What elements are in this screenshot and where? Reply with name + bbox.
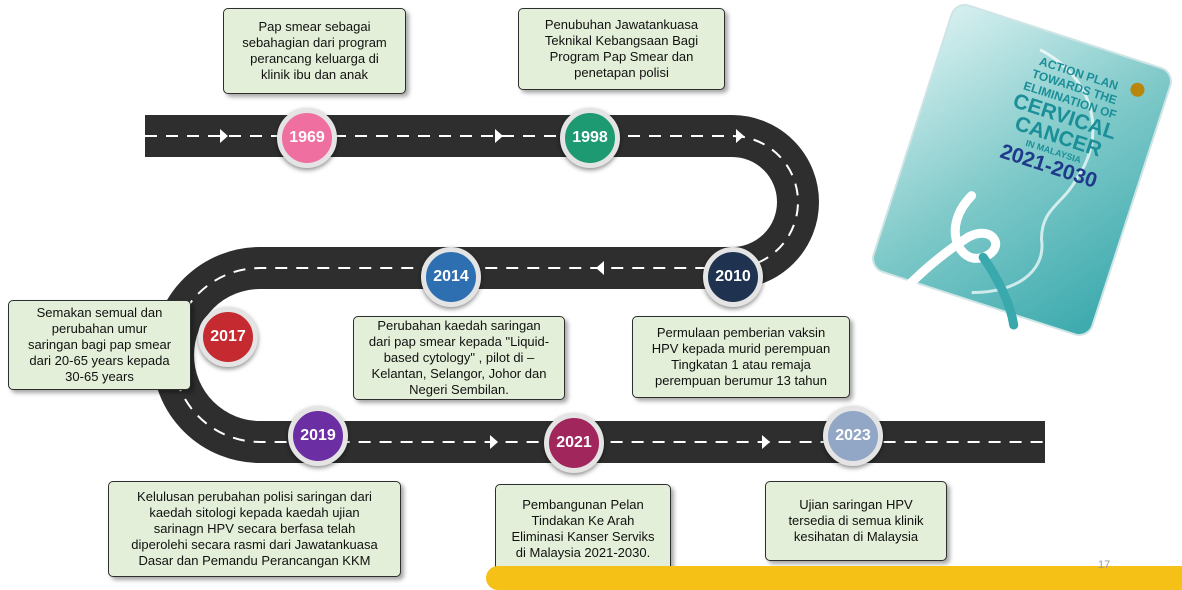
year-badge-2017: 2017 <box>198 307 258 367</box>
ribbon-icon <box>899 191 1019 330</box>
milestone-note-2014: Perubahan kaedah saringan dari pap smear… <box>353 316 565 400</box>
arrow-right-icon <box>220 129 228 143</box>
milestone-note-2021: Pembangunan Pelan Tindakan Ke Arah Elimi… <box>495 484 671 574</box>
year-badge-2021: 2021 <box>544 413 604 473</box>
milestone-note-1998: Penubuhan Jawatankuasa Teknikal Kebangsa… <box>518 8 725 90</box>
year-badge-2014: 2014 <box>421 247 481 307</box>
year-badge-1998: 1998 <box>560 108 620 168</box>
milestone-note-2017: Semakan semual dan perubahan umur saring… <box>8 300 191 390</box>
arrow-left-icon <box>596 261 604 275</box>
action-plan-cover <box>872 3 1172 337</box>
arrow-right-icon <box>736 129 744 143</box>
milestone-note-2010: Permulaan pemberian vaksin HPV kepada mu… <box>632 316 850 398</box>
year-badge-2010: 2010 <box>703 247 763 307</box>
year-badge-1969: 1969 <box>277 108 337 168</box>
cover-text: ACTION PLAN TOWARDS THE ELIMINATION OF C… <box>870 12 1175 322</box>
arrow-right-icon <box>495 129 503 143</box>
milestone-note-1969: Pap smear sebagai sebahagian dari progra… <box>223 8 406 94</box>
direction-arrows <box>220 129 770 449</box>
year-badge-2019: 2019 <box>288 406 348 466</box>
milestone-note-2019: Kelulusan perubahan polisi saringan dari… <box>108 481 401 577</box>
milestone-note-2023: Ujian saringan HPV tersedia di semua kli… <box>765 481 947 561</box>
footer-accent-bar <box>486 566 1182 590</box>
year-badge-2023: 2023 <box>823 406 883 466</box>
crest-icon <box>1130 82 1145 97</box>
arrow-right-icon <box>490 435 498 449</box>
arrow-right-icon <box>762 435 770 449</box>
slide-number: 17 <box>1098 559 1111 571</box>
road-path <box>145 115 1045 463</box>
